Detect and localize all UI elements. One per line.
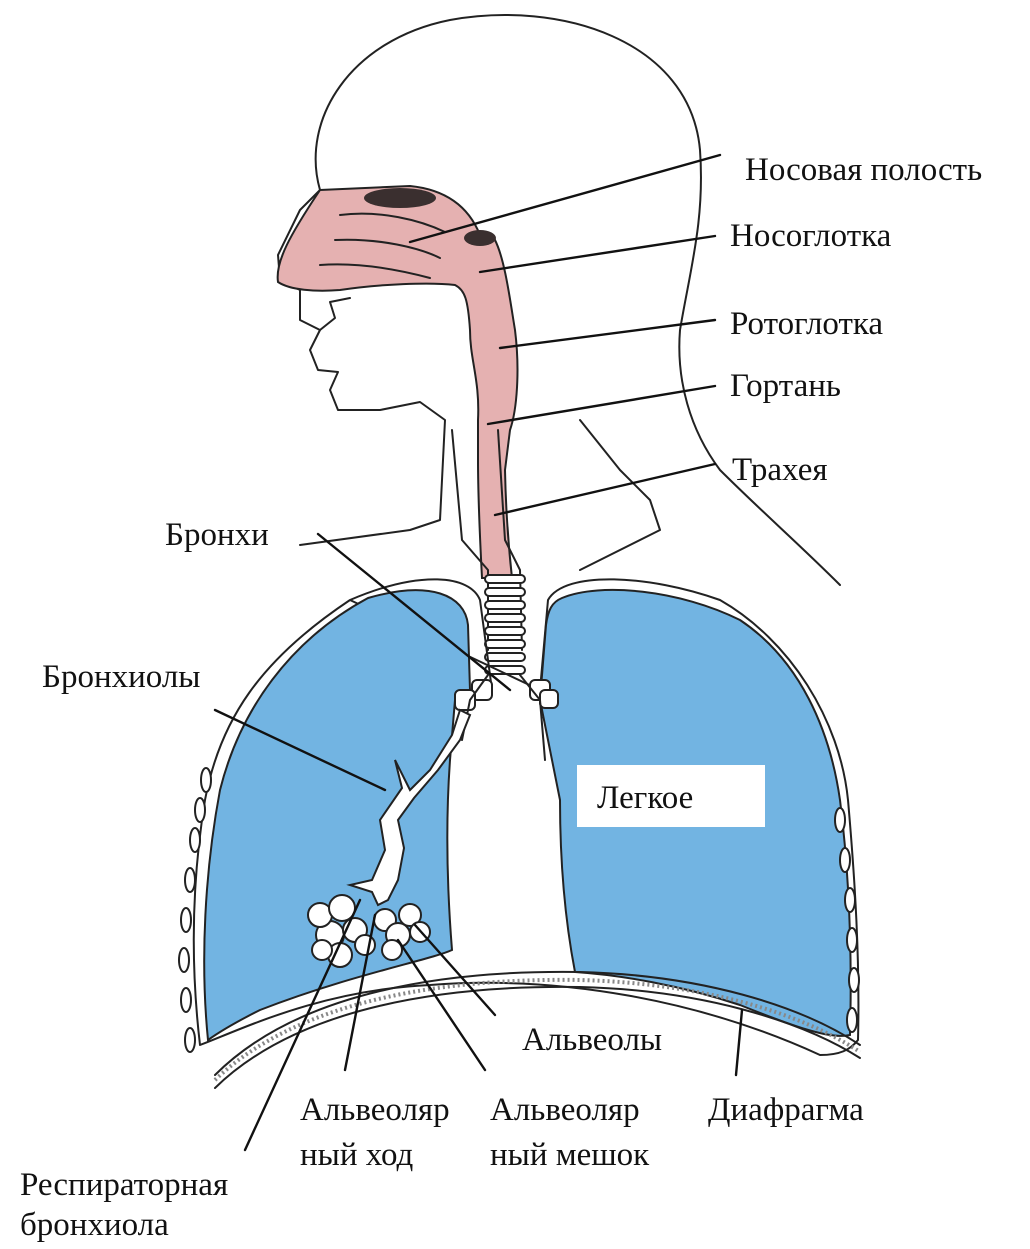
label-alveolar-duct-line1: Альвеоляр [300, 1090, 450, 1130]
nasopharynx-shading [464, 230, 496, 246]
larynx-leader [488, 386, 715, 424]
label-trachea: Трахея [732, 450, 828, 490]
label-alveolar-sac-line1: Альвеоляр [490, 1090, 640, 1130]
oropharynx-leader [500, 320, 715, 348]
label-larynx: Гортань [730, 366, 841, 406]
label-alveolar-sac-line2: ный мешок [490, 1135, 649, 1175]
alveoli-leader [415, 925, 495, 1015]
label-bronchioles: Бронхиолы [42, 657, 200, 697]
label-bronchi: Бронхи [165, 515, 269, 555]
nasal-cavity-leader [410, 155, 720, 242]
label-respiratory-bronchiole-line1: Респираторная [20, 1165, 228, 1205]
label-nasopharynx: Носоглотка [730, 216, 891, 256]
nasal-turbinate-shading [364, 188, 436, 208]
label-respiratory-bronchiole-line2: бронхиола [20, 1205, 169, 1245]
alveolar-sac-leader [398, 940, 485, 1070]
nasopharynx-leader [480, 236, 715, 272]
left-lung-shape [204, 590, 470, 1040]
label-alveolar-duct-line2: ный ход [300, 1135, 413, 1175]
label-nasal-cavity: Носовая полость [745, 150, 982, 190]
upper-airway [278, 186, 518, 578]
trachea-leader [495, 464, 715, 515]
label-lung: Легкое [597, 778, 693, 818]
label-alveoli: Альвеолы [522, 1020, 662, 1060]
label-diaphragm: Диафрагма [708, 1090, 864, 1130]
label-oropharynx: Ротоглотка [730, 304, 883, 344]
diaphragm-leader [736, 1010, 742, 1075]
